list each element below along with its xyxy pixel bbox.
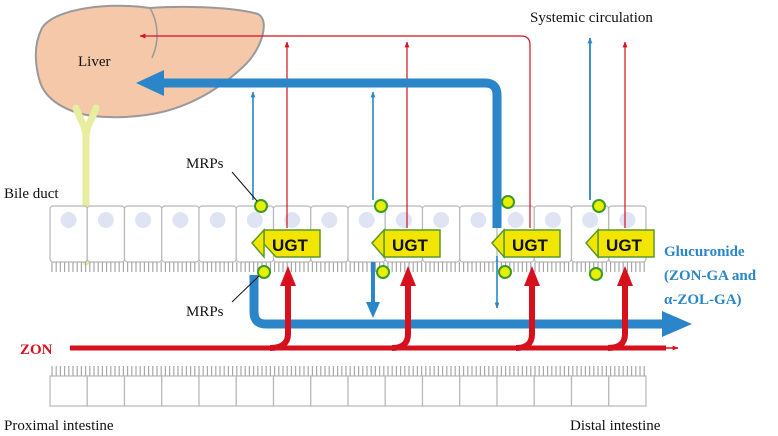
- red-arrow-to-liver: [139, 33, 531, 228]
- blue-lumen-arrowhead: [662, 311, 692, 337]
- cell-nucleus: [135, 212, 152, 228]
- mrp-transporter-bottom-3: [498, 265, 512, 279]
- bile-duct: [72, 104, 100, 266]
- brush-border-bottom: [51, 366, 645, 376]
- ugt-enzyme-3: UGT: [490, 228, 561, 260]
- mrp-transporter-bottom-1: [257, 265, 271, 279]
- ugt-enzyme-4: UGT: [584, 228, 655, 260]
- liver-shape: [34, 4, 265, 119]
- epithelial-cell: [533, 375, 573, 407]
- cell-nucleus: [246, 212, 263, 228]
- red-uptake-4: [607, 284, 628, 351]
- mrp-transporter-top-2: [374, 199, 388, 213]
- red-uptake-2: [391, 284, 411, 351]
- cell-nucleus: [321, 212, 338, 228]
- red-uptake-3: [515, 284, 535, 351]
- lower-epithelium: [49, 366, 647, 407]
- blue-thick-arrow-to-liver: [158, 78, 502, 228]
- mrps-leader-top: [231, 171, 258, 202]
- epithelial-cell: [272, 375, 312, 407]
- cell-nucleus: [209, 212, 226, 228]
- epithelial-cell: [570, 375, 610, 407]
- cell-nucleus: [358, 212, 375, 228]
- cell-nucleus: [97, 212, 114, 228]
- mrps-label-bottom: MRPs: [186, 304, 224, 320]
- glucuronide-label-line1: Glucuronide: [664, 244, 745, 260]
- cell-nucleus: [60, 212, 77, 228]
- epithelial-cell: [459, 375, 498, 407]
- glucuronide-label-line3: α-ZOL-GA): [664, 292, 742, 308]
- red-uptake-head-1: [280, 266, 296, 286]
- ugt-label-1: UGT: [272, 236, 309, 255]
- epithelial-cell: [198, 375, 237, 407]
- cell-nucleus: [582, 212, 599, 228]
- epithelial-cell: [49, 375, 88, 407]
- ugt-label-2: UGT: [392, 236, 429, 255]
- red-uptake-head-4: [617, 266, 633, 286]
- blue-lumen-arrow: [249, 275, 664, 329]
- epithelial-cell: [86, 375, 126, 407]
- cell-nucleus: [619, 212, 636, 228]
- mrps-label-top: MRPs: [186, 156, 224, 172]
- ugt-label-3: UGT: [512, 236, 549, 255]
- red-uptake-head-2: [400, 266, 416, 286]
- proximal-intestine-label: Proximal intestine: [4, 418, 114, 434]
- blue-thick-arrowhead-liver: [136, 70, 164, 96]
- cell-nucleus: [284, 212, 301, 228]
- epithelial-cell: [123, 375, 163, 407]
- ugt-enzyme-1: UGT: [250, 228, 321, 260]
- epithelial-cell: [161, 375, 200, 407]
- epithelial-cell: [496, 375, 535, 407]
- distal-intestine-label: Distal intestine: [570, 418, 661, 434]
- epithelial-cell: [608, 375, 647, 407]
- epithelial-cell: [235, 375, 275, 407]
- cell-nucleus: [172, 212, 189, 228]
- cell-nucleus: [433, 212, 450, 228]
- mrp-transporter-top-1: [254, 199, 268, 213]
- glucuronide-label-line2: (ZON-GA and: [664, 268, 757, 284]
- mrp-transporter-bottom-2: [376, 265, 390, 279]
- cell-nucleus: [544, 212, 561, 228]
- mrps-leader-bottom: [231, 275, 260, 303]
- cell-nucleus: [395, 212, 412, 228]
- mrp-transporter-top-3: [501, 195, 515, 209]
- ugt-label-4: UGT: [606, 236, 643, 255]
- mrp-transporter-top-4: [592, 199, 606, 213]
- brush-border-top: [51, 262, 645, 272]
- systemic-circulation-label: Systemic circulation: [530, 10, 653, 26]
- cell-nucleus: [507, 212, 524, 228]
- epithelial-cell: [384, 375, 424, 407]
- zon-label: ZON: [20, 342, 53, 358]
- blue-arrowhead-down-1: [366, 302, 380, 318]
- epithelial-cell: [310, 375, 349, 407]
- epithelial-cell: [421, 375, 461, 407]
- red-uptake-head-3: [524, 266, 540, 286]
- liver-label: Liver: [78, 54, 110, 70]
- bile-duct-label: Bile duct: [4, 186, 59, 202]
- ugt-enzyme-2: UGT: [370, 228, 441, 260]
- mrp-transporter-bottom-4: [589, 267, 603, 281]
- cell-nucleus: [470, 212, 487, 228]
- epithelial-cell: [347, 375, 386, 407]
- red-uptake-1: [269, 284, 291, 351]
